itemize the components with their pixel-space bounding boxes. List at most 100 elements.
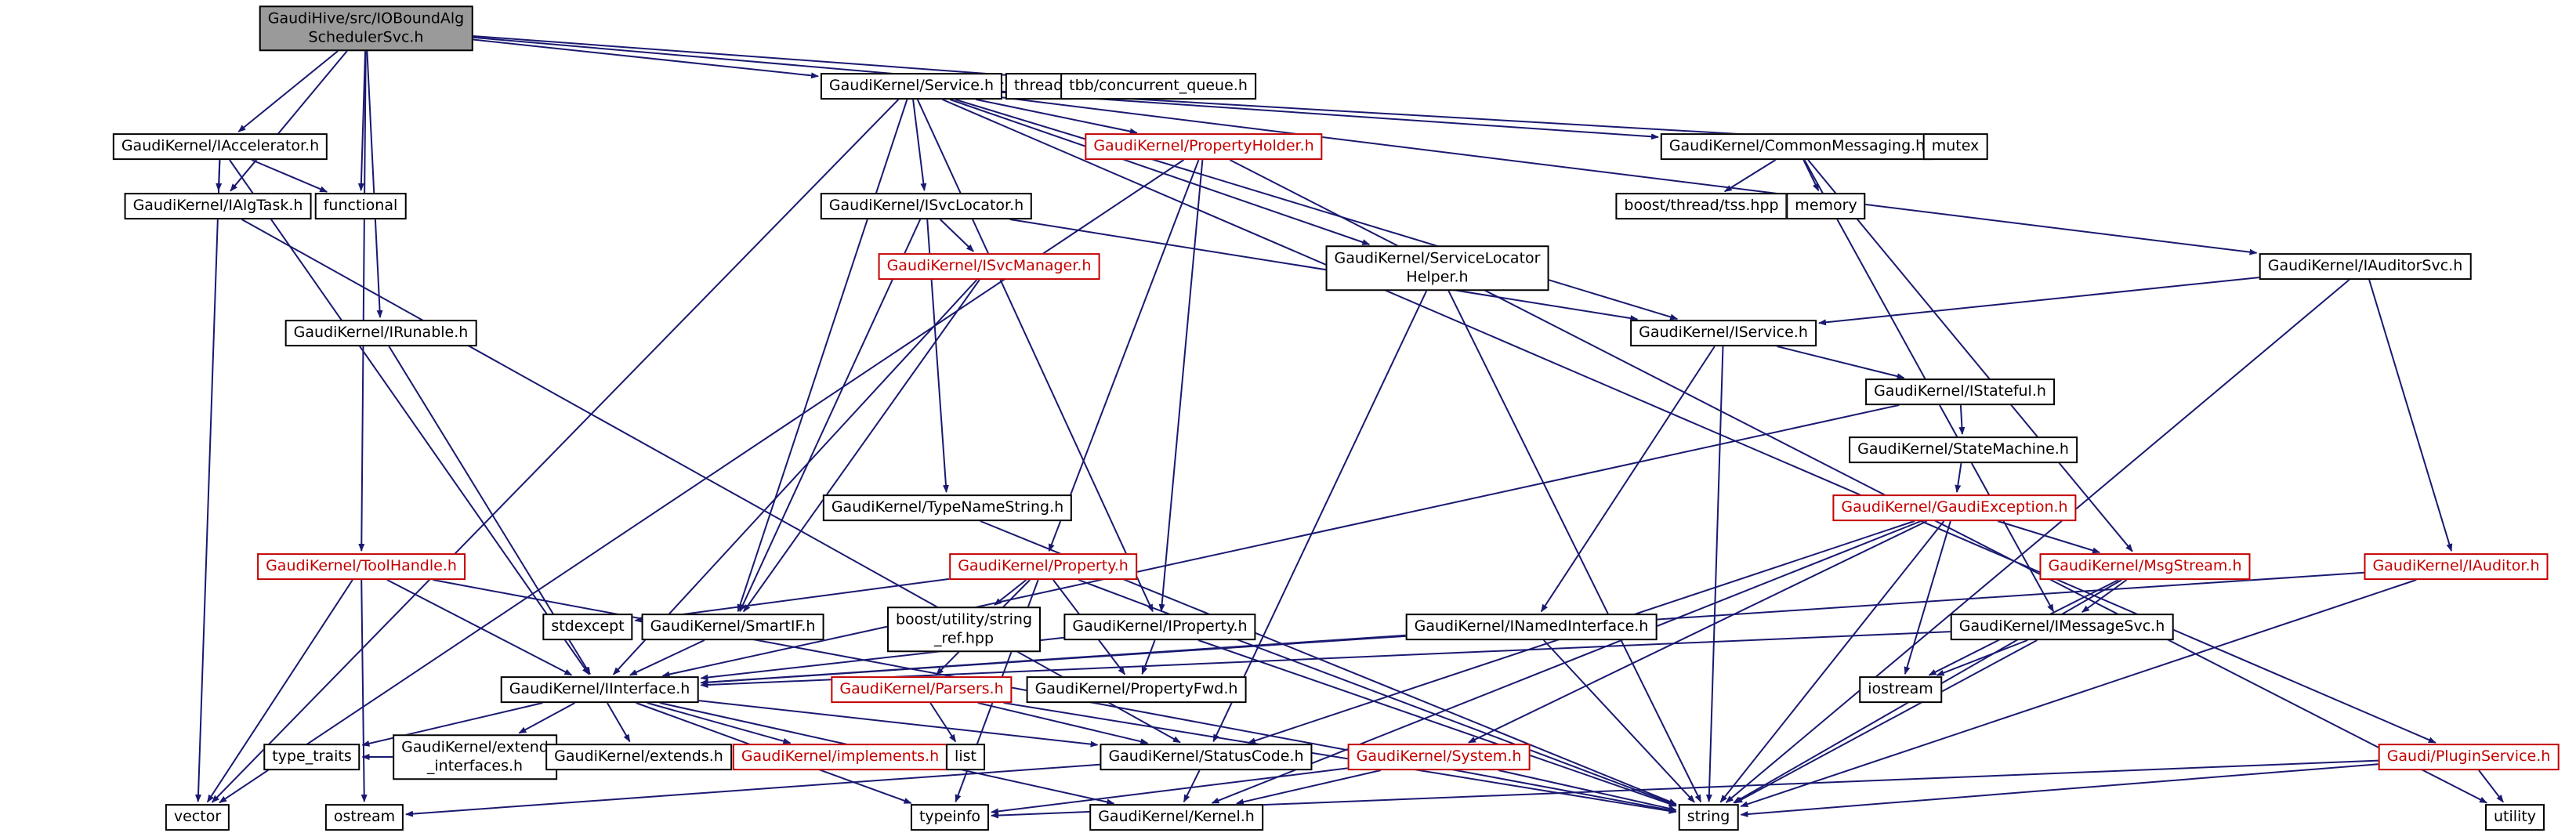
graph-node-typeinfo[interactable]: typeinfo bbox=[910, 804, 990, 831]
graph-node-service[interactable]: GaudiKernel/Service.h bbox=[820, 73, 1003, 100]
graph-node-statuscode[interactable]: GaudiKernel/StatusCode.h bbox=[1100, 744, 1313, 770]
node-label-line: SchedulerSvc.h bbox=[308, 28, 424, 45]
graph-node-tss[interactable]: boost/thread/tss.hpp bbox=[1615, 193, 1788, 219]
include-edge-statuscode-kernel bbox=[1183, 769, 1201, 803]
graph-node-propholder[interactable]: GaudiKernel/PropertyHolder.h bbox=[1085, 133, 1323, 160]
graph-node-extends[interactable]: GaudiKernel/extends.h bbox=[545, 744, 732, 770]
node-label-line: _ref.hpp bbox=[933, 629, 995, 646]
graph-node-typenamestr[interactable]: GaudiKernel/TypeNameString.h bbox=[822, 494, 1073, 521]
include-edge-service-pluginsvc bbox=[942, 99, 2437, 744]
graph-node-iinterface[interactable]: GaudiKernel/IInterface.h bbox=[500, 676, 699, 703]
graph-node-pluginsvc[interactable]: Gaudi/PluginService.h bbox=[2378, 744, 2560, 770]
include-edge-property-stringref bbox=[994, 579, 1027, 606]
include-edge-istateful-statemachine bbox=[1958, 404, 1966, 435]
graph-node-iservice[interactable]: GaudiKernel/IService.h bbox=[1630, 320, 1817, 346]
graph-node-stdexcept[interactable]: stdexcept bbox=[542, 614, 633, 640]
include-edge-gaudiexc-iostream bbox=[1904, 520, 1951, 675]
graph-node-gaudiexc[interactable]: GaudiKernel/GaudiException.h bbox=[1832, 494, 2077, 521]
include-edge-system-string bbox=[1498, 769, 1677, 812]
include-edge-iinterface-typetraits bbox=[361, 702, 543, 747]
node-label-line: GaudiKernel/Service.h bbox=[828, 77, 995, 95]
node-label-line: GaudiKernel/Property.h bbox=[958, 557, 1129, 575]
graph-node-vector[interactable]: vector bbox=[165, 804, 230, 831]
graph-node-typetraits[interactable]: type_traits bbox=[263, 744, 360, 770]
graph-node-property[interactable]: GaudiKernel/Property.h bbox=[949, 553, 1137, 580]
include-edge-iauditorsvc-iauditor bbox=[2368, 279, 2453, 552]
include-edge-inamediface-iinterface bbox=[700, 634, 1406, 686]
graph-node-iaccel[interactable]: GaudiKernel/IAccelerator.h bbox=[112, 133, 328, 160]
graph-node-extendif[interactable]: GaudiKernel/extend_interfaces.h bbox=[393, 734, 557, 780]
graph-node-mutex[interactable]: mutex bbox=[1922, 133, 1988, 160]
graph-node-smartif[interactable]: GaudiKernel/SmartIF.h bbox=[641, 614, 824, 640]
include-edge-parsers-list bbox=[929, 702, 957, 743]
node-label-line: GaudiKernel/StatusCode.h bbox=[1108, 748, 1304, 766]
graph-node-iauditor[interactable]: GaudiKernel/IAuditor.h bbox=[2364, 553, 2549, 580]
include-edge-root-tbbqueue bbox=[473, 35, 1059, 81]
include-edge-iservice-string bbox=[1705, 346, 1724, 802]
include-edge-slhelper-statuscode bbox=[1212, 290, 1428, 743]
node-label-line: GaudiKernel/MsgStream.h bbox=[2048, 557, 2242, 575]
graph-node-iauditorsvc[interactable]: GaudiKernel/IAuditorSvc.h bbox=[2259, 253, 2472, 280]
node-label-line: functional bbox=[323, 197, 398, 215]
graph-node-thread[interactable]: thread bbox=[1005, 73, 1072, 100]
node-label-line: GaudiKernel/ServiceLocator bbox=[1334, 249, 1541, 267]
include-edge-iaccel-iinterface bbox=[229, 159, 590, 675]
node-label-line: GaudiKernel/SmartIF.h bbox=[650, 617, 816, 635]
node-label-line: GaudiKernel/ToolHandle.h bbox=[266, 557, 457, 575]
graph-node-string[interactable]: string bbox=[1678, 804, 1739, 831]
include-edge-pluginsvc-string bbox=[1740, 763, 2379, 817]
graph-node-inamediface[interactable]: GaudiKernel/INamedInterface.h bbox=[1405, 614, 1658, 640]
include-edge-toolhandle-vector bbox=[206, 579, 353, 803]
graph-node-irunable[interactable]: GaudiKernel/IRunable.h bbox=[284, 320, 477, 346]
graph-node-functional[interactable]: functional bbox=[314, 193, 407, 219]
node-label-line: GaudiKernel/implements.h bbox=[741, 748, 940, 766]
include-edge-imsgsvc-string bbox=[1734, 639, 2038, 804]
include-edge-msgstream-imsgsvc bbox=[2081, 579, 2128, 614]
graph-node-kernel[interactable]: GaudiKernel/Kernel.h bbox=[1089, 804, 1263, 831]
graph-node-imsgsvc[interactable]: GaudiKernel/IMessageSvc.h bbox=[1950, 614, 2174, 640]
node-label-line: GaudiKernel/PropertyHolder.h bbox=[1093, 137, 1314, 155]
graph-node-memory[interactable]: memory bbox=[1786, 193, 1866, 219]
node-label-line: boost/thread/tss.hpp bbox=[1624, 197, 1779, 215]
graph-node-ialgtask[interactable]: GaudiKernel/IAlgTask.h bbox=[124, 193, 312, 219]
graph-node-ostream[interactable]: ostream bbox=[324, 804, 404, 831]
node-label-line: Helper.h bbox=[1406, 268, 1469, 285]
graph-node-isvcmgr[interactable]: GaudiKernel/ISvcManager.h bbox=[878, 253, 1100, 280]
node-label-line: _interfaces.h bbox=[426, 757, 524, 774]
graph-node-commonmsg[interactable]: GaudiKernel/CommonMessaging.h bbox=[1660, 133, 1934, 160]
graph-node-istateful[interactable]: GaudiKernel/IStateful.h bbox=[1865, 378, 2055, 405]
graph-node-list[interactable]: list bbox=[946, 744, 985, 770]
graph-node-tbbqueue[interactable]: tbb/concurrent_queue.h bbox=[1060, 73, 1256, 100]
graph-node-iproperty[interactable]: GaudiKernel/IProperty.h bbox=[1063, 614, 1256, 640]
include-edge-ialgtask-statuscode bbox=[241, 219, 1181, 744]
include-edge-gaudiexc-string bbox=[1719, 520, 1945, 803]
graph-node-iostream[interactable]: iostream bbox=[1859, 676, 1942, 703]
include-edge-iservice-istateful bbox=[1777, 346, 1905, 380]
node-label-line: tbb/concurrent_queue.h bbox=[1069, 77, 1248, 95]
node-label-line: GaudiKernel/ISvcLocator.h bbox=[828, 197, 1024, 215]
node-label-line: iostream bbox=[1868, 680, 1933, 698]
include-edge-statemachine-gaudiexc bbox=[1955, 462, 1962, 493]
graph-node-parsers[interactable]: GaudiKernel/Parsers.h bbox=[831, 676, 1013, 703]
include-edge-root-ialgtask bbox=[230, 50, 348, 192]
graph-node-isvcloc[interactable]: GaudiKernel/ISvcLocator.h bbox=[820, 193, 1033, 219]
include-edge-service-iauditorsvc bbox=[1002, 96, 2258, 255]
include-edge-inamediface-string bbox=[1543, 639, 1695, 803]
graph-node-propfwd[interactable]: GaudiKernel/PropertyFwd.h bbox=[1026, 676, 1247, 703]
graph-node-statemachine[interactable]: GaudiKernel/StateMachine.h bbox=[1849, 436, 2078, 463]
graph-node-utility[interactable]: utility bbox=[2484, 804, 2545, 831]
graph-node-toolhandle[interactable]: GaudiKernel/ToolHandle.h bbox=[257, 553, 466, 580]
include-edge-service-propholder bbox=[976, 99, 1138, 135]
graph-node-system[interactable]: GaudiKernel/System.h bbox=[1347, 744, 1531, 770]
graph-node-stringref[interactable]: boost/utility/string_ref.hpp bbox=[886, 606, 1042, 652]
node-label-line: boost/utility/string bbox=[895, 610, 1033, 628]
node-label-line: typeinfo bbox=[918, 808, 981, 826]
include-edge-parsers-string bbox=[1003, 702, 1677, 814]
include-edge-root-iaccel bbox=[237, 50, 339, 132]
node-label-line: type_traits bbox=[272, 748, 352, 766]
graph-node-msgstream[interactable]: GaudiKernel/MsgStream.h bbox=[2039, 553, 2251, 580]
graph-node-implements[interactable]: GaudiKernel/implements.h bbox=[732, 744, 948, 770]
include-edge-gaudiexc-msgstream bbox=[1997, 520, 2101, 554]
